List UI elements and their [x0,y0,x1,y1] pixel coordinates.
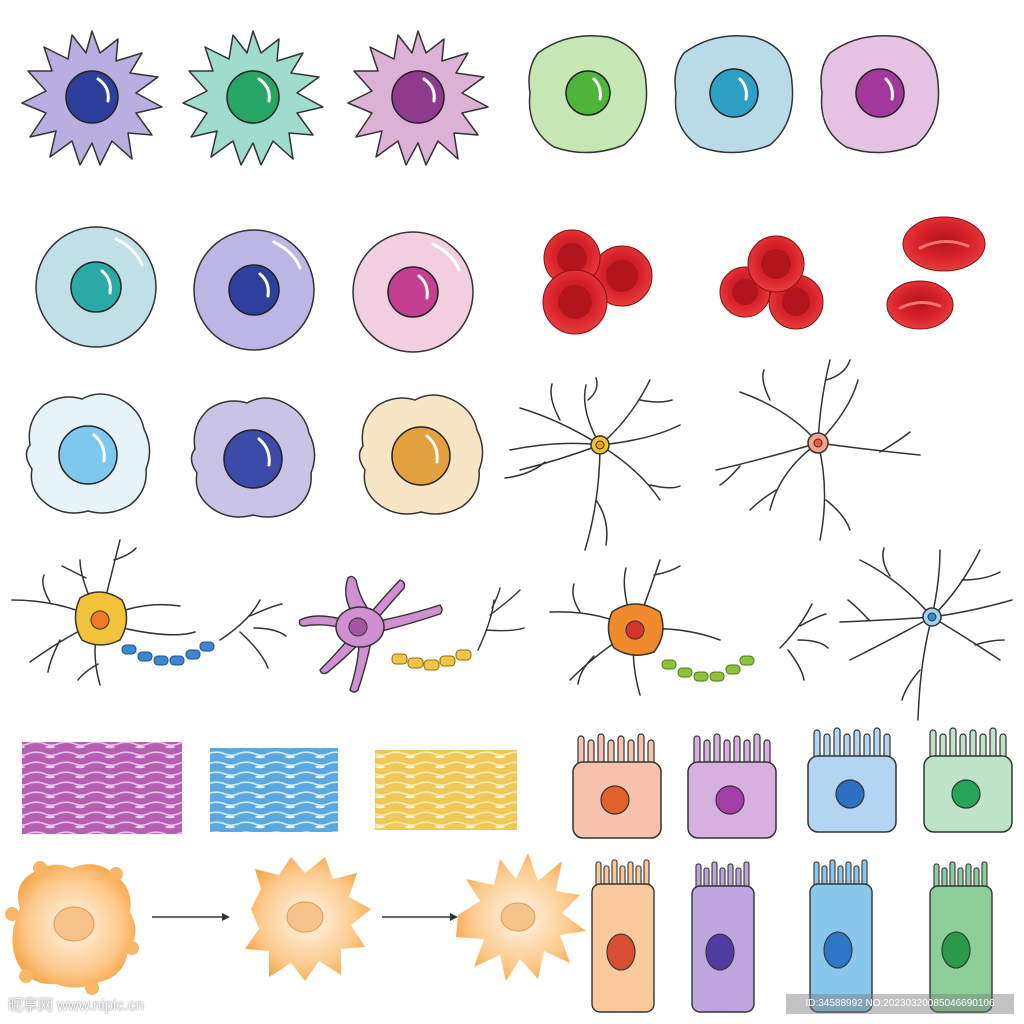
red-blood-cell-pair-icon [886,216,986,330]
columnar-cell-blue-icon [809,859,873,1013]
amoeboid-cell-stage-3-icon [456,853,586,981]
columnar-cell-orange-icon [591,859,655,1013]
lymphocyte-pink-icon [352,231,474,353]
macrophage-blue-icon [674,34,794,154]
red-blood-cell-cluster-1-icon [542,229,653,335]
watermark-site: 昵享网 www.nipic.cn [8,997,144,1014]
columnar-cell-purple-icon [691,861,755,1013]
epithelial-cell-purple-icon [687,733,777,839]
mast-cell-purple-icon [190,397,316,518]
amoeboid-cell-stage-2-icon [245,857,371,981]
epithelial-cell-salmon-icon [572,733,662,839]
astrocyte-salmon-icon [715,359,921,541]
arrow-icon [152,913,230,921]
muscle-tissue-blue-icon [210,748,338,832]
astrocyte-yellow-icon [504,377,681,551]
neuron-pink-icon [298,575,525,693]
amoeboid-cell-stage-1-icon [5,861,139,995]
columnar-cell-green-icon [929,861,993,1013]
watermark-id: ID:34588992 NO:20230320085046690106 [786,994,1014,1014]
red-blood-cell-cluster-2-icon [719,235,824,330]
astrocyte-blue-icon [839,547,1013,721]
neuron-yellow-icon [11,539,287,686]
macrophage-lilac-icon [820,34,940,154]
mast-cell-light-blue-icon [25,393,151,514]
muscle-tissue-yellow-icon [375,750,517,830]
neuron-orange-icon [549,559,829,696]
arrow-icon [382,913,458,921]
mast-cell-beige-icon [358,394,484,515]
epithelial-cell-green-icon [923,727,1013,833]
epithelial-cell-blue-icon [807,727,897,833]
lymphocyte-blue-icon [35,226,157,348]
dendritic-cell-purple-icon [21,30,163,166]
dendritic-cell-teal-icon [182,30,324,166]
lymphocyte-purple-icon [193,229,315,351]
muscle-tissue-purple-icon [22,742,182,834]
macrophage-green-icon [528,34,648,154]
dendritic-cell-pink-icon [347,30,489,166]
